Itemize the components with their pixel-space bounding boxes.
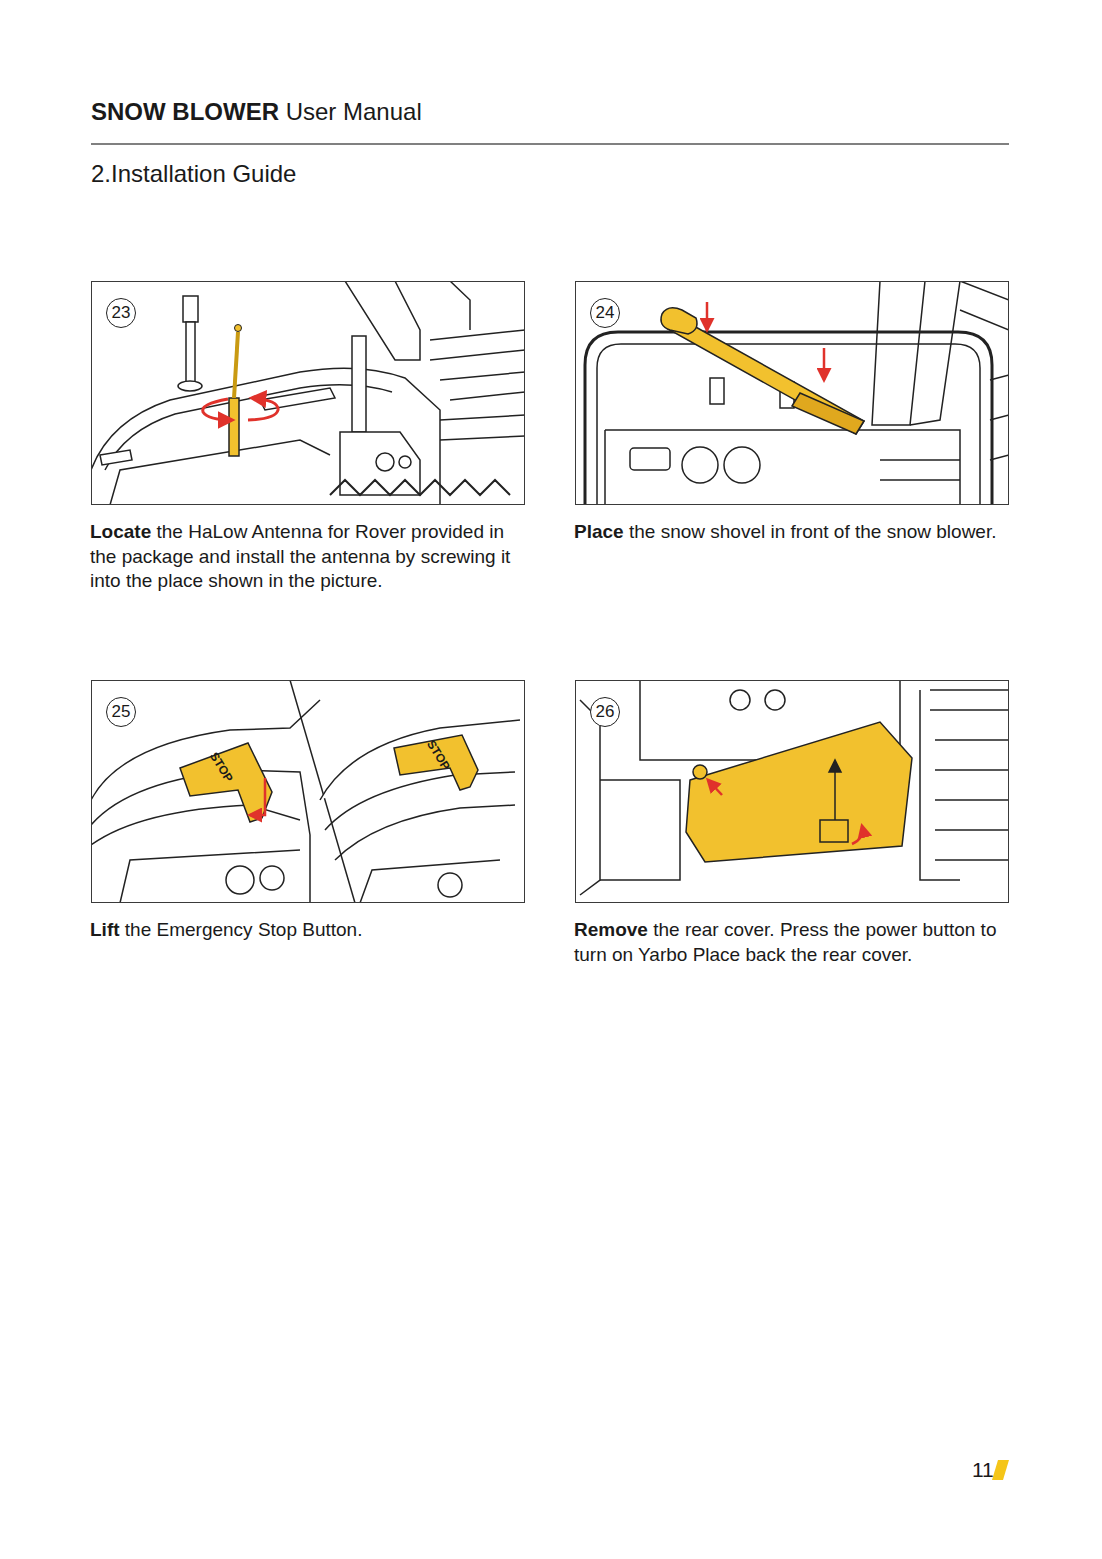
stop-button-illustration-part — [120, 850, 300, 903]
shovel-illustration-part — [910, 281, 960, 425]
title-word: SNOW — [91, 98, 172, 125]
antenna-illustration-part — [186, 322, 195, 384]
shovel-illustration-part — [792, 393, 864, 434]
rear-cover-illustration-part — [765, 690, 785, 710]
antenna-illustration-part — [248, 398, 278, 420]
button-marking: STOP — [424, 738, 453, 773]
title-word: Manual — [343, 98, 422, 125]
stop-button-illustration-part — [360, 860, 500, 903]
rear-cover-illustration-part — [580, 700, 600, 895]
callout-number: 24 — [590, 298, 620, 328]
stop-button-illustration-part — [91, 805, 300, 845]
callout-number: 26 — [590, 697, 620, 727]
stop-button-illustration-part — [394, 735, 478, 790]
antenna-illustration-part — [430, 330, 525, 400]
shovel-illustration-part — [585, 332, 992, 505]
shovel-illustration-part — [872, 281, 925, 425]
stop-button-illustration-part — [325, 772, 515, 830]
callout-number: 25 — [106, 697, 136, 727]
antenna-illustration-part — [178, 381, 202, 391]
antenna-illustration-part — [235, 325, 242, 332]
antenna-illustration-part — [91, 368, 440, 505]
page-mark — [992, 1460, 1009, 1480]
shovel-illustration-part — [710, 378, 724, 404]
step-panel: 24Place the snow shovel in front of the … — [575, 281, 1009, 505]
rear-cover-illustration-part — [708, 780, 722, 795]
step-caption: Locate the HaLow Antenna for Rover provi… — [90, 520, 530, 594]
title-word: User — [286, 98, 343, 125]
shovel-illustration-part — [880, 460, 960, 480]
rear-cover-illustration-part — [730, 690, 750, 710]
shovel-illustration-part — [960, 281, 1009, 330]
antenna-illustration-part — [330, 480, 510, 495]
header-rule — [91, 143, 1009, 145]
antenna-illustration-part — [398, 281, 470, 330]
page-number: 11 — [972, 1457, 994, 1482]
antenna-illustration-part — [203, 399, 232, 420]
antenna-illustration-part — [440, 415, 525, 440]
callout-number: 23 — [106, 298, 136, 328]
antenna-illustration-part — [260, 388, 335, 410]
step-caption: Remove the rear cover. Press the power b… — [574, 918, 1014, 967]
action-word: Place — [574, 521, 624, 542]
action-word: Locate — [90, 521, 151, 542]
antenna-illustration — [91, 281, 525, 505]
caption-body: the Emergency Stop Button. — [120, 919, 363, 940]
antenna-illustration-part — [352, 336, 366, 432]
rear-cover-illustration-part — [920, 690, 960, 880]
stop-button-illustration-part — [180, 743, 272, 822]
stop-button-illustration-part — [290, 680, 355, 903]
rear-cover-illustration-part — [930, 690, 1009, 860]
shovel-illustration-part — [661, 308, 697, 334]
stop-button-illustration-part — [320, 720, 520, 800]
shovel-illustration-part — [597, 344, 980, 505]
antenna-illustration-part — [100, 450, 132, 465]
antenna-illustration-part — [376, 453, 394, 471]
shovel-illustration-part — [990, 375, 1009, 460]
button-marking: STOP — [207, 750, 236, 785]
shovel-illustration-part — [668, 316, 864, 434]
antenna-illustration-part — [110, 440, 330, 505]
stop-button-illustration-part — [250, 778, 265, 815]
caption-body: the HaLow Antenna for Rover provided in … — [90, 521, 510, 591]
stop-button-illustration — [91, 680, 520, 903]
page-title: SNOW BLOWER User Manual — [91, 97, 422, 127]
title-word: BLOWER — [172, 98, 285, 125]
step-caption: Lift the Emergency Stop Button. — [90, 918, 530, 943]
section-heading: 2.Installation Guide — [91, 160, 296, 189]
stop-button-illustration-part — [438, 873, 462, 897]
caption-body: the snow shovel in front of the snow blo… — [624, 521, 997, 542]
rear-cover-illustration-part — [852, 826, 863, 844]
action-word: Lift — [90, 919, 120, 940]
rear-cover-illustration-part — [820, 820, 848, 842]
rear-cover-illustration-part — [693, 765, 707, 779]
rear-cover-illustration-part — [829, 760, 841, 772]
antenna-illustration-part — [229, 398, 239, 456]
antenna-illustration-part — [183, 296, 198, 322]
antenna-illustration-part — [234, 332, 238, 398]
stop-button-illustration-part — [260, 866, 284, 890]
shovel-illustration-part — [823, 348, 826, 380]
step-panel: 25Lift the Emergency Stop Button. — [91, 680, 525, 903]
stop-button-illustration-part — [335, 805, 515, 860]
step-panel: 26Remove the rear cover. Press the power… — [575, 680, 1009, 903]
rear-cover-illustration — [580, 680, 1009, 895]
rear-cover-illustration-part — [600, 780, 680, 880]
shovel-illustration-part — [724, 447, 760, 483]
shovel-illustration-part — [682, 447, 718, 483]
rear-cover-illustration-part — [686, 722, 912, 862]
shovel-illustration-part — [630, 448, 670, 470]
stop-button-illustration-part — [226, 866, 254, 894]
shovel-illustration — [585, 281, 1009, 505]
antenna-illustration-part — [399, 456, 411, 468]
action-word: Remove — [574, 919, 648, 940]
shovel-illustration-part — [706, 302, 709, 330]
step-panel: 23Locate the HaLow Antenna for Rover pro… — [91, 281, 525, 505]
step-caption: Place the snow shovel in front of the sn… — [574, 520, 1014, 545]
shovel-illustration-part — [605, 430, 960, 505]
